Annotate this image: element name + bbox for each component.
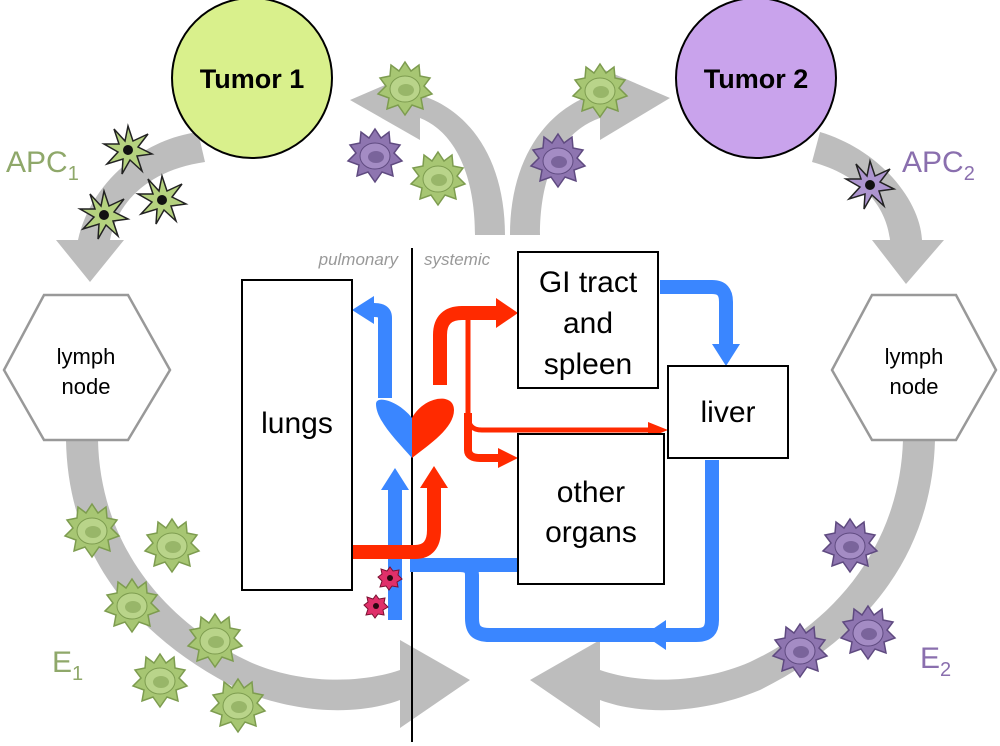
tumor-2-circle: [675, 0, 837, 159]
tumor-1-circle: [171, 0, 333, 159]
other-organs-line1: other: [557, 476, 625, 509]
arterial-path-to-other: [464, 413, 500, 462]
apc1-label: APC1: [6, 146, 79, 185]
gi-tract-line2: and: [563, 307, 613, 340]
heart: [376, 398, 454, 458]
lymph-node-right: lymph node: [830, 293, 998, 442]
lymph-node-left-line2: node: [62, 374, 111, 399]
effector-cell: [410, 151, 466, 206]
circulation-panel: pulmonary systemic: [241, 248, 789, 742]
cycle-arrow-tumor1-to-lymph: [56, 132, 205, 282]
pulmonary-label: pulmonary: [318, 250, 400, 269]
circulating-tumor-cell: [363, 594, 389, 619]
gi-tract-box: [517, 251, 659, 389]
gi-tract-line1: GI tract: [539, 266, 638, 299]
arrowhead: [420, 466, 448, 488]
effector-cell: [144, 518, 200, 573]
cycle-arrow-up-to-tumor2: [510, 68, 670, 235]
gi-tract-line3: spleen: [544, 348, 632, 381]
liver-label: liver: [700, 396, 755, 429]
arterial-flow: [352, 306, 650, 559]
other-organs-line2: organs: [545, 516, 637, 549]
e2-label: E2: [920, 642, 951, 681]
venous-arrowheads: [352, 296, 740, 650]
systemic-label: systemic: [424, 250, 491, 269]
tumor-1-label: Tumor 1: [200, 64, 305, 94]
tumor-2: Tumor 2: [675, 0, 837, 159]
lymph-node-left: lymph node: [2, 293, 172, 442]
lymph-node-left-hexagon: [2, 293, 172, 442]
arrowhead: [381, 468, 409, 490]
arrowhead: [496, 298, 518, 328]
lymph-node-left-line1: lymph: [57, 344, 116, 369]
heart-right-side: [376, 399, 412, 458]
e1-label: E1: [52, 646, 83, 685]
venous-path-to-lungs: [367, 303, 392, 398]
effector-cell: [347, 128, 403, 183]
arrowhead: [712, 344, 740, 366]
arrowhead: [352, 296, 374, 324]
other-organs-box: [517, 433, 665, 585]
lymph-node-right-hexagon: [830, 293, 998, 442]
lungs-box: [241, 279, 353, 591]
arterial-path-aorta: [433, 306, 498, 385]
effector-cell: [132, 653, 188, 708]
arterial-path-lungs-to-heart: [352, 488, 441, 559]
tumor-2-label: Tumor 2: [704, 64, 809, 94]
lymph-node-right-line2: node: [890, 374, 939, 399]
venous-path-gi-to-liver: [660, 280, 733, 345]
liver-box: [667, 365, 789, 459]
lungs-label: lungs: [261, 407, 333, 440]
arrowhead: [644, 620, 666, 650]
heart-left-side: [412, 398, 454, 458]
venous-path-liver-down: [662, 460, 719, 642]
cycle-arrow-lymph-to-effector-right: [530, 440, 935, 728]
circulating-tumor-cell: [377, 566, 403, 591]
cycle-arrow-up-to-tumor1: [350, 70, 505, 235]
apc2-label: APC2: [902, 146, 975, 185]
arrowhead: [498, 448, 518, 468]
tumor-1: Tumor 1: [171, 0, 333, 159]
cycle-arrow-tumor2-to-lymph: [812, 132, 944, 284]
lymph-node-right-line1: lymph: [885, 344, 944, 369]
